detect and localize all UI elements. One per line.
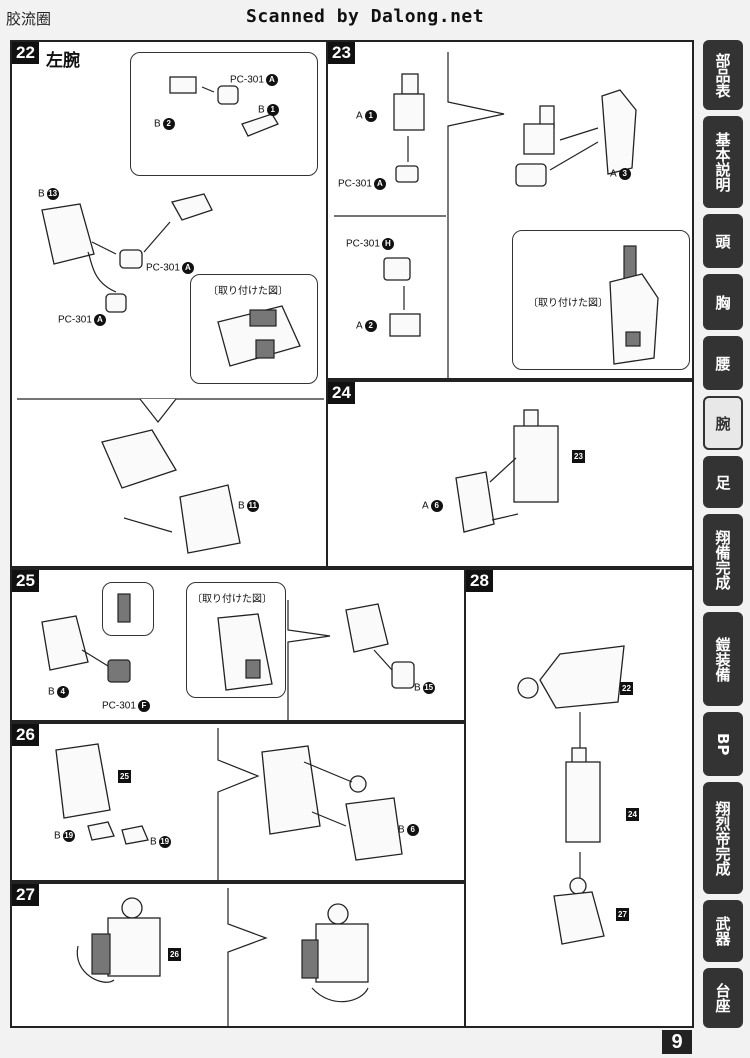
step-24-art — [455, 409, 559, 533]
step-27-number: 27 — [12, 884, 39, 906]
ref-26: 26 — [168, 948, 181, 961]
scan-credit: Scanned by Dalong.net — [246, 6, 485, 27]
step-28-number: 28 — [466, 570, 493, 592]
tab-parts-list[interactable]: 部品表 — [703, 40, 743, 110]
tab-emperor-complete[interactable]: 翔烈帝完成 — [703, 782, 743, 894]
tab-head[interactable]: 頭 — [703, 214, 743, 268]
tab-basic-instructions[interactable]: 基本説明 — [703, 116, 743, 208]
step-28-panel: 28 22 24 27 — [464, 568, 694, 1028]
ref-22: 22 — [620, 682, 633, 695]
ref-25: 25 — [118, 770, 131, 783]
step-25-number: 25 — [12, 570, 39, 592]
tab-arm[interactable]: 腕 — [703, 396, 743, 450]
tab-weapons[interactable]: 武器 — [703, 900, 743, 962]
attached-view-box-23 — [512, 230, 690, 370]
ref-27: 27 — [616, 908, 629, 921]
step-27-art — [76, 888, 369, 1026]
tab-stand[interactable]: 台座 — [703, 968, 743, 1028]
detail-bubble — [130, 52, 318, 176]
tab-armor-equip[interactable]: 鎧装備 — [703, 612, 743, 706]
attached-view-caption-25: 〔取り付けた図〕 — [192, 594, 272, 605]
step-28-art — [517, 645, 625, 945]
step-23-number: 23 — [328, 42, 355, 64]
step-23-art — [334, 52, 637, 378]
tab-equipped-complete[interactable]: 翔備完成 — [703, 514, 743, 606]
page-number: 9 — [662, 1030, 692, 1054]
tab-chest[interactable]: 胸 — [703, 274, 743, 330]
arm-parts-detail — [17, 76, 324, 554]
step-25-art — [41, 593, 415, 720]
tab-leg[interactable]: 足 — [703, 456, 743, 508]
step-27-panel: 27 26 — [10, 882, 466, 1028]
ref-24: 24 — [626, 808, 639, 821]
step-22-number: 22 — [12, 42, 39, 64]
step-26-art — [55, 728, 403, 880]
attached-view-art-23 — [609, 245, 659, 365]
step-22-title: 左腕 — [46, 51, 80, 71]
attached-view-art — [217, 305, 301, 367]
tab-bp[interactable]: BP — [703, 712, 743, 776]
attached-view-caption: 〔取り付けた図〕 — [208, 286, 288, 297]
attached-view-caption-23: 〔取り付けた図〕 — [528, 298, 608, 309]
tab-waist[interactable]: 腰 — [703, 336, 743, 390]
step-26-number: 26 — [12, 724, 39, 746]
ref-23: 23 — [572, 450, 585, 463]
step-24-number: 24 — [328, 382, 355, 404]
header-section: 胶流圈 — [6, 10, 52, 28]
